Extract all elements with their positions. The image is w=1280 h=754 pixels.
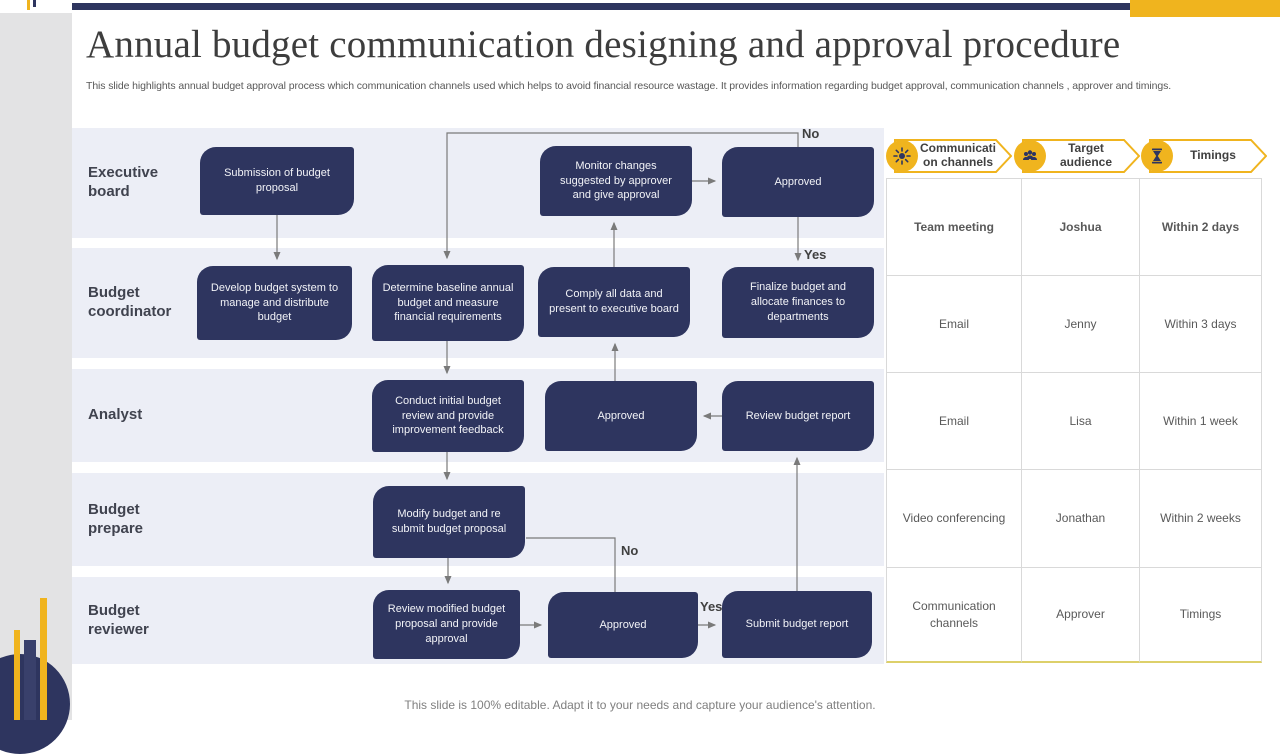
lane-label-budget-reviewer: Budget reviewer <box>88 601 149 638</box>
decision-label-yes: Yes <box>700 599 723 614</box>
table-cell: Timings <box>1140 568 1262 663</box>
table-cell: Joshua <box>1022 178 1140 276</box>
pencil-decoration-bar <box>40 598 47 720</box>
flow-node-conduct: Conduct initial budget review and provid… <box>372 380 524 452</box>
decision-label-yes: Yes <box>804 247 827 262</box>
flow-node-comply: Comply all data and present to executive… <box>538 267 690 337</box>
table-cell: Jonathan <box>1022 470 1140 568</box>
flow-node-determine: Determine baseline annual budget and mea… <box>372 265 524 341</box>
lane-label-executive-board: Executive board <box>88 164 159 200</box>
flow-node-approved-exec: Approved <box>722 147 874 217</box>
table-cell: Jenny <box>1022 276 1140 373</box>
table-header-timings: Timings <box>1141 139 1267 173</box>
flow-node-develop: Develop budget system to manage and dist… <box>197 266 352 340</box>
table-header-label: Communicati on channels <box>920 141 997 169</box>
flow-node-review-modified: Review modified budget proposal and prov… <box>373 590 520 659</box>
top-left-navy-tick <box>33 0 36 7</box>
flow-node-submit-report: Submit budget report <box>722 591 872 658</box>
lane-label-analyst: Analyst <box>88 406 143 424</box>
flow-node-modify: Modify budget and re submit budget propo… <box>373 486 525 558</box>
table-cell: Communication channels <box>886 568 1022 663</box>
flow-node-approved-reviewer: Approved <box>548 592 698 658</box>
flow-node-finalize: Finalize budget and allocate finances to… <box>722 267 874 338</box>
table-cell: Within 3 days <box>1140 276 1262 373</box>
flow-node-review-report: Review budget report <box>722 381 874 451</box>
table-cell: Within 1 week <box>1140 373 1262 470</box>
table-cell: Video conferencing <box>886 470 1022 568</box>
lane-label-budget-prepare: Budget prepare <box>88 500 144 537</box>
table-cell: Within 2 days <box>1140 178 1262 276</box>
table-cell: Within 2 weeks <box>1140 470 1262 568</box>
pencil-decoration-bar <box>14 630 20 720</box>
table-header-label: Timings <box>1190 148 1236 163</box>
table-cell: Team meeting <box>886 178 1022 276</box>
flow-node-approved-analyst: Approved <box>545 381 697 451</box>
table-cell: Lisa <box>1022 373 1140 470</box>
lane-label-budget-coordinator: Budget coordinator <box>88 284 172 320</box>
decision-label-no: No <box>621 543 639 558</box>
decision-label-no: No <box>802 126 820 141</box>
table-header-target-audience: Target audience <box>1014 139 1140 173</box>
pencil-decoration-bar <box>24 640 36 720</box>
slide-footer-note: This slide is 100% editable. Adapt it to… <box>404 698 876 712</box>
table-header-communication-channels: Communicati on channels <box>886 139 1012 173</box>
flow-node-submission: Submission of budget proposal <box>200 147 354 215</box>
hourglass-icon <box>1141 140 1173 172</box>
table-header-label: Target audience <box>1059 141 1113 169</box>
table-cell: Email <box>886 373 1022 470</box>
top-navy-bar <box>72 3 1130 10</box>
broadcast-icon <box>886 140 918 172</box>
flow-node-monitor: Monitor changes suggested by approver an… <box>540 146 692 216</box>
audience-icon <box>1014 140 1046 172</box>
left-gray-strip <box>0 13 72 720</box>
page-subtitle: This slide highlights annual budget appr… <box>86 80 1172 92</box>
top-left-yellow-tick <box>27 0 30 10</box>
table-cell: Email <box>886 276 1022 373</box>
table-cell: Approver <box>1022 568 1140 663</box>
page-title: Annual budget communication designing an… <box>86 23 1121 66</box>
top-yellow-bar <box>1130 0 1280 17</box>
